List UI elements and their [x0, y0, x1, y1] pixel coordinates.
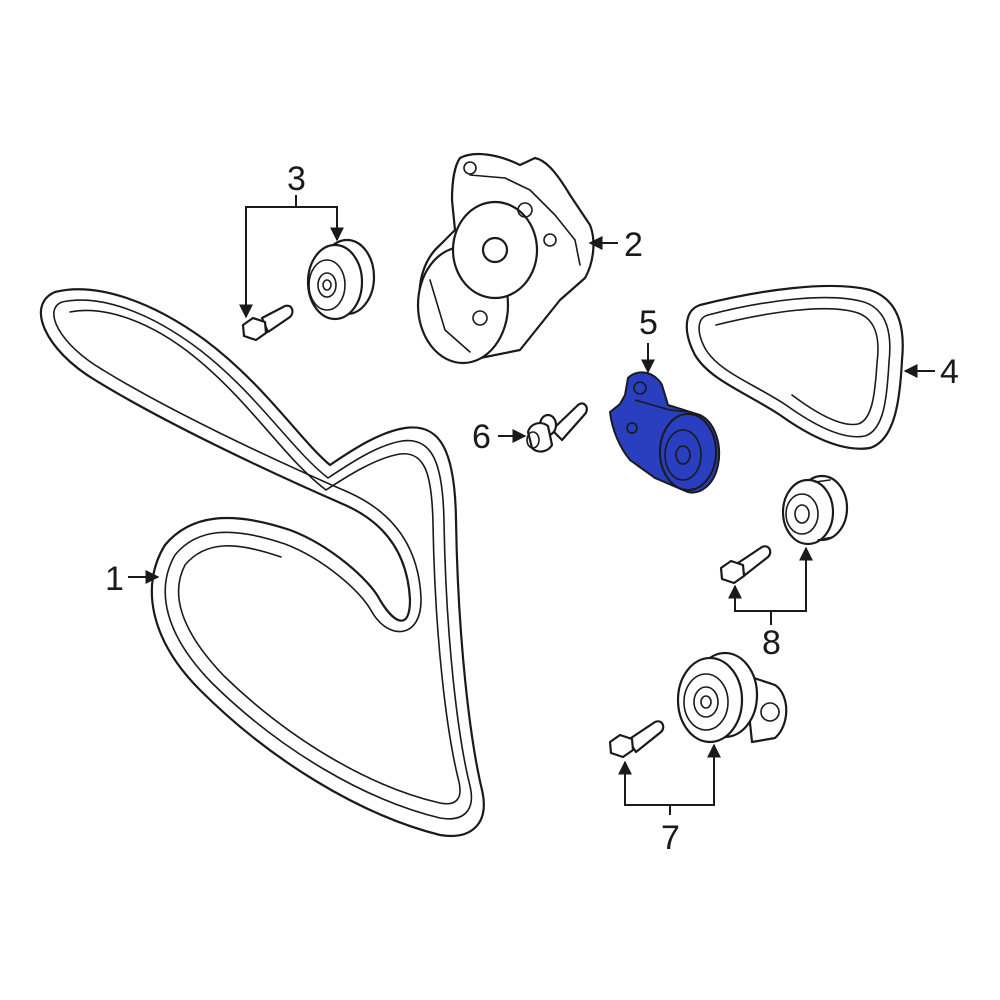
- serpentine-belt-icon[interactable]: [39, 288, 485, 837]
- callout-number-7: 7: [661, 819, 680, 857]
- leader-arrow-3b: [296, 206, 344, 242]
- leader-arrow-3a: [239, 195, 297, 319]
- callout-number-5: 5: [639, 304, 658, 342]
- callout-3: 3: [239, 160, 344, 319]
- callout-6: 6: [472, 418, 527, 456]
- short-belt-icon[interactable]: [685, 284, 904, 450]
- idler-pulley-icon[interactable]: [781, 474, 849, 546]
- bolt-icon[interactable]: [608, 720, 665, 759]
- callout-7: 7: [618, 743, 721, 857]
- leader-arrow-8b: [771, 546, 813, 612]
- callout-number-1: 1: [105, 560, 124, 598]
- callout-5: 5: [639, 304, 658, 374]
- callout-4: 4: [903, 353, 959, 391]
- idler-pulley-icon[interactable]: [306, 238, 376, 321]
- belt-tensioner-icon[interactable]: [608, 371, 720, 494]
- tensioner-pulley-icon[interactable]: [676, 651, 788, 744]
- leader-arrow-8a: [728, 584, 772, 625]
- callout-number-6: 6: [472, 418, 491, 456]
- bolt-icon[interactable]: [719, 545, 772, 585]
- leader-arrow-7b: [670, 743, 721, 806]
- bolt-icon[interactable]: [241, 304, 294, 342]
- callout-2: 2: [588, 226, 643, 264]
- leader-arrow-7a: [618, 760, 671, 815]
- callout-number-4: 4: [940, 353, 959, 391]
- callout-number-8: 8: [762, 624, 781, 662]
- callout-number-3: 3: [287, 160, 306, 198]
- callout-8: 8: [728, 546, 813, 662]
- callout-number-2: 2: [624, 226, 643, 264]
- water-pump-icon[interactable]: [416, 152, 595, 365]
- bolt-icon[interactable]: [526, 402, 588, 453]
- callout-1: 1: [105, 560, 160, 598]
